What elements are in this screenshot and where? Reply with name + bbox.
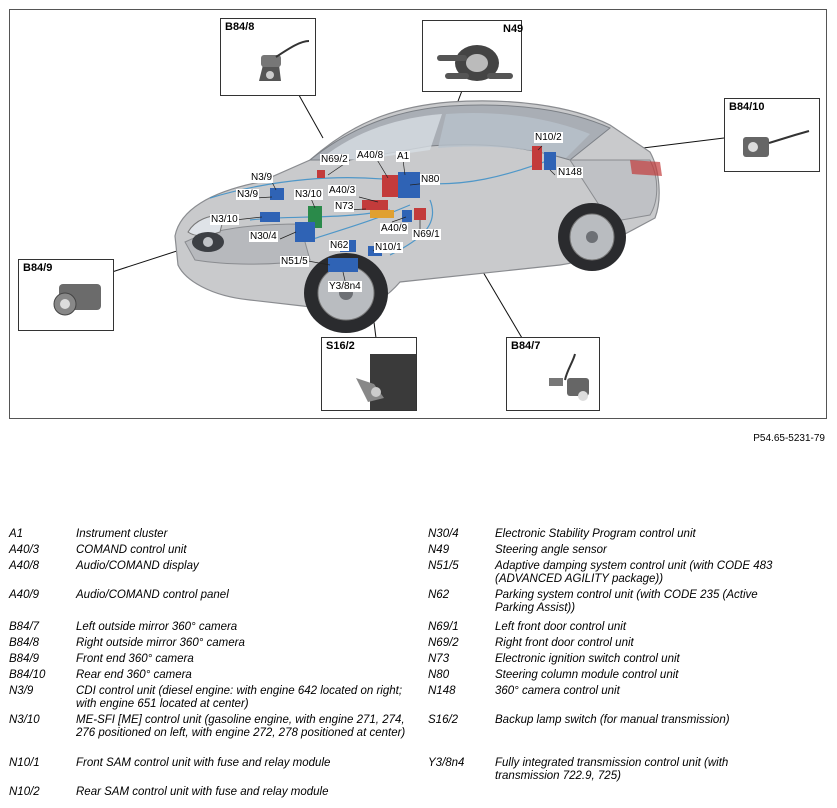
legend-description: Instrument cluster (76, 528, 168, 540)
legend-description: 360° camera control unit (495, 685, 620, 697)
label-a40-3: A40/3 (328, 185, 357, 196)
callout-b84-10: B84/10 (724, 98, 820, 172)
legend-description: Left front door control unit (495, 621, 627, 633)
car-illustration (111, 71, 725, 339)
legend-description: Left outside mirror 360° camera (76, 621, 238, 633)
callout-b84-9-label: B84/9 (23, 262, 53, 274)
label-n69-2: N69/2 (320, 154, 349, 165)
callout-s16-2: S16/2 (321, 337, 417, 411)
legend-code: N148 (428, 685, 456, 697)
legend-code: N51/5 (428, 560, 459, 572)
legend-code: N10/2 (9, 786, 40, 798)
label-n3-10-center: N3/10 (294, 189, 323, 200)
legend-description: Front SAM control unit with fuse and rel… (76, 757, 331, 769)
legend-description: Audio/COMAND display (76, 560, 199, 572)
callout-b84-7: B84/7 (506, 337, 600, 411)
legend-code: A40/8 (9, 560, 40, 572)
callout-b84-9: B84/9 (18, 259, 114, 331)
label-n3-10-left: N3/10 (210, 214, 239, 225)
legend-code: N30/4 (428, 528, 459, 540)
legend-description: Steering column module control unit (495, 669, 679, 681)
label-n69-1: N69/1 (412, 229, 441, 240)
legend-code: N80 (428, 669, 450, 681)
legend-description: Rear end 360° camera (76, 669, 192, 681)
label-n30-4: N30/4 (249, 231, 278, 242)
legend-code: B84/10 (9, 669, 46, 681)
label-a1: A1 (396, 151, 411, 162)
callout-n49: N49 (422, 20, 524, 92)
callout-n49-label: N49 (503, 23, 524, 35)
label-n3-9-top: N3/9 (250, 172, 274, 183)
callout-b84-7-label: B84/7 (511, 340, 541, 352)
callout-b84-8-label: B84/8 (225, 21, 255, 33)
label-a40-9: A40/9 (380, 223, 409, 234)
legend-description: Audio/COMAND control panel (76, 589, 229, 601)
callout-b84-8: B84/8 (220, 18, 316, 96)
legend-description: Electronic ignition switch control unit (495, 653, 680, 665)
legend-description: Backup lamp switch (for manual transmiss… (495, 714, 730, 726)
label-n73: N73 (334, 201, 355, 212)
legend-description: Fully integrated transmission control un… (495, 757, 729, 782)
legend-description: Front end 360° camera (76, 653, 194, 665)
legend-description: Electronic Stability Program control uni… (495, 528, 696, 540)
front-wheel (304, 253, 388, 333)
label-n148: N148 (557, 167, 583, 178)
legend-code: N10/1 (9, 757, 40, 769)
label-n10-1: N10/1 (374, 242, 403, 253)
legend-code: A40/3 (9, 544, 40, 556)
legend-description: Parking system control unit (with CODE 2… (495, 589, 758, 614)
legend-code: N62 (428, 589, 450, 601)
label-n51-5: N51/5 (280, 256, 309, 267)
label-n10-2: N10/2 (534, 132, 563, 143)
legend-code: A40/9 (9, 589, 40, 601)
figure-reference-id: P54.65-5231-79 (753, 433, 825, 444)
legend-description: Adaptive damping system control unit (wi… (495, 560, 773, 585)
legend-code: B84/7 (9, 621, 40, 633)
label-y3-8n4: Y3/8n4 (328, 281, 362, 292)
legend-code: N3/9 (9, 685, 34, 697)
legend-description: Right outside mirror 360° camera (76, 637, 245, 649)
legend-code: N73 (428, 653, 450, 665)
legend-description: CDI control unit (diesel engine: with en… (76, 685, 403, 710)
control-modules (260, 146, 556, 272)
label-a40-8: A40/8 (356, 150, 385, 161)
callout-b84-10-label: B84/10 (729, 101, 765, 113)
label-n80: N80 (420, 174, 441, 185)
legend-code: B84/8 (9, 637, 40, 649)
legend-code: S16/2 (428, 714, 459, 726)
legend-description: Steering angle sensor (495, 544, 607, 556)
legend-code: N3/10 (9, 714, 40, 726)
legend-code: N69/1 (428, 621, 459, 633)
label-n3-9-bottom: N3/9 (236, 189, 260, 200)
legend-description: Right front door control unit (495, 637, 634, 649)
legend-description: ME-SFI [ME] control unit (gasoline engin… (76, 714, 406, 739)
callout-s16-2-label: S16/2 (326, 340, 355, 352)
legend-code: Y3/8n4 (428, 757, 465, 769)
legend-description: COMAND control unit (76, 544, 187, 556)
legend-code: A1 (9, 528, 24, 540)
label-n62: N62 (329, 240, 350, 251)
legend-code: B84/9 (9, 653, 40, 665)
legend-description: Rear SAM control unit with fuse and rela… (76, 786, 329, 798)
legend-code: N69/2 (428, 637, 459, 649)
rear-wheel (558, 203, 626, 271)
component-location-figure: N69/2 A40/8 A1 N3/9 N3/9 N3/10 A40/3 N80… (9, 9, 827, 419)
legend-code: N49 (428, 544, 450, 556)
